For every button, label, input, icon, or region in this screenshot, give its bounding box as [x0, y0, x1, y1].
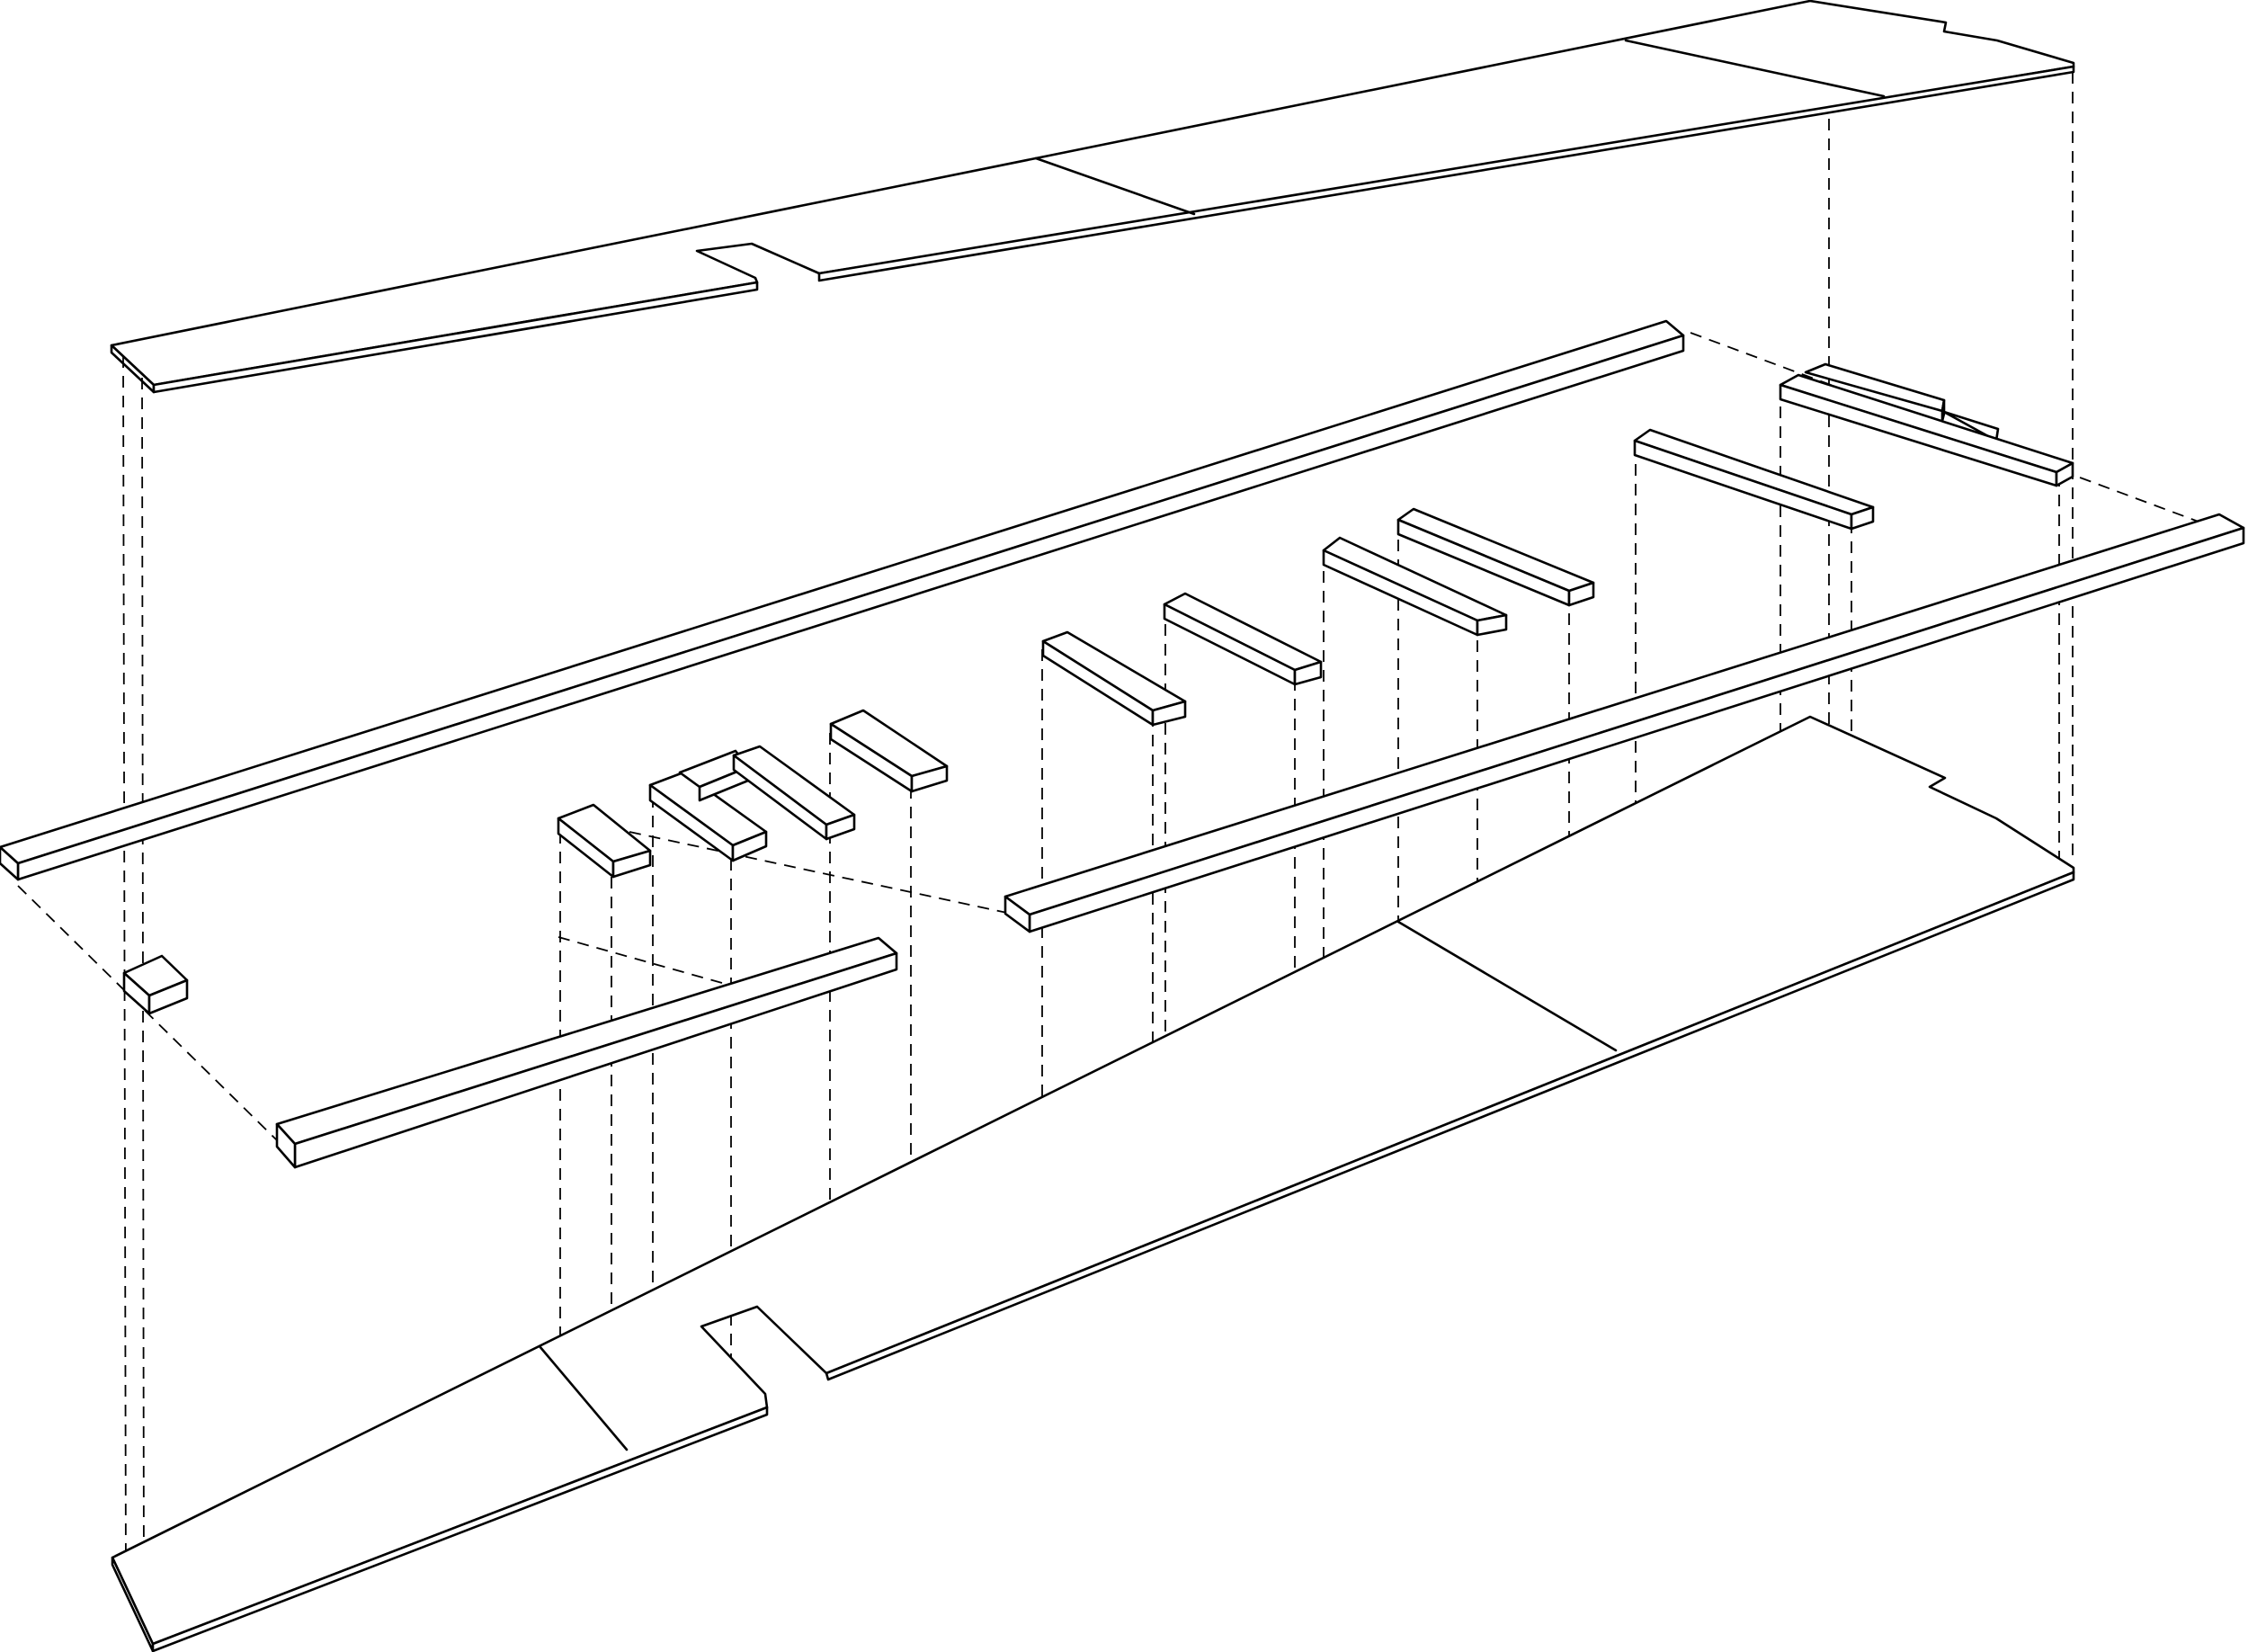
joist-end	[1293, 660, 1323, 686]
beam-end-face	[1004, 895, 1031, 933]
joist-9	[1396, 507, 1595, 607]
projection-line	[558, 936, 729, 986]
floor-slab-top-face	[111, 715, 2075, 1646]
joist-4	[732, 745, 856, 841]
joist-1	[557, 803, 652, 879]
longitudinal-beam-front-left	[275, 936, 898, 1169]
joist-end	[731, 830, 768, 862]
joist-end	[1476, 613, 1508, 637]
small-block	[122, 954, 189, 1015]
floor-slab-front-edge-right	[825, 871, 2075, 1381]
beam-end-face	[0, 845, 20, 881]
projection-line	[629, 831, 1008, 914]
longitudinal-beam-front-right	[1004, 513, 2245, 933]
joist-end	[611, 849, 652, 879]
beam-top-face	[275, 936, 898, 1146]
projection-line	[1690, 332, 2207, 525]
joist-10	[1633, 428, 1875, 531]
roof-slab-seam-2	[1624, 39, 1886, 98]
joist-5	[829, 709, 949, 793]
joist-6	[1041, 630, 1187, 727]
joist-7	[1163, 592, 1323, 686]
joist-8	[1322, 536, 1508, 637]
longitudinal-beam-back	[0, 319, 1685, 881]
joist-end	[1850, 505, 1875, 531]
floor-slab	[111, 715, 2075, 1652]
joist-end	[825, 813, 856, 841]
roof-slab-top-face	[110, 0, 2075, 387]
floor-slab-front-edge	[151, 1406, 769, 1652]
joist-top	[1940, 409, 2000, 442]
small-block-front	[147, 978, 189, 1015]
floor-slab-seam-1	[538, 1344, 629, 1451]
roof-slab-seam-1	[1034, 156, 1196, 216]
joist-top	[1779, 373, 2074, 474]
joist-11-upper	[1804, 362, 2000, 442]
joist-end	[1567, 581, 1595, 607]
beam-front-face	[293, 951, 898, 1169]
joist-top	[1633, 428, 1875, 516]
joist-11	[1779, 373, 2074, 487]
roof-slab	[110, 0, 2075, 394]
joist-2	[648, 771, 768, 862]
floor-slab-seam-2	[1396, 920, 1618, 1052]
roof-slab-front-edge-right	[817, 65, 2075, 282]
joist-side	[1633, 439, 1853, 531]
projection-line	[141, 377, 145, 1602]
joist-end	[910, 764, 949, 793]
beam-end-face	[275, 1122, 297, 1169]
roof-slab-front-edge-mid	[152, 281, 759, 394]
joist-end	[2055, 461, 2074, 487]
joist-end	[1151, 700, 1187, 727]
